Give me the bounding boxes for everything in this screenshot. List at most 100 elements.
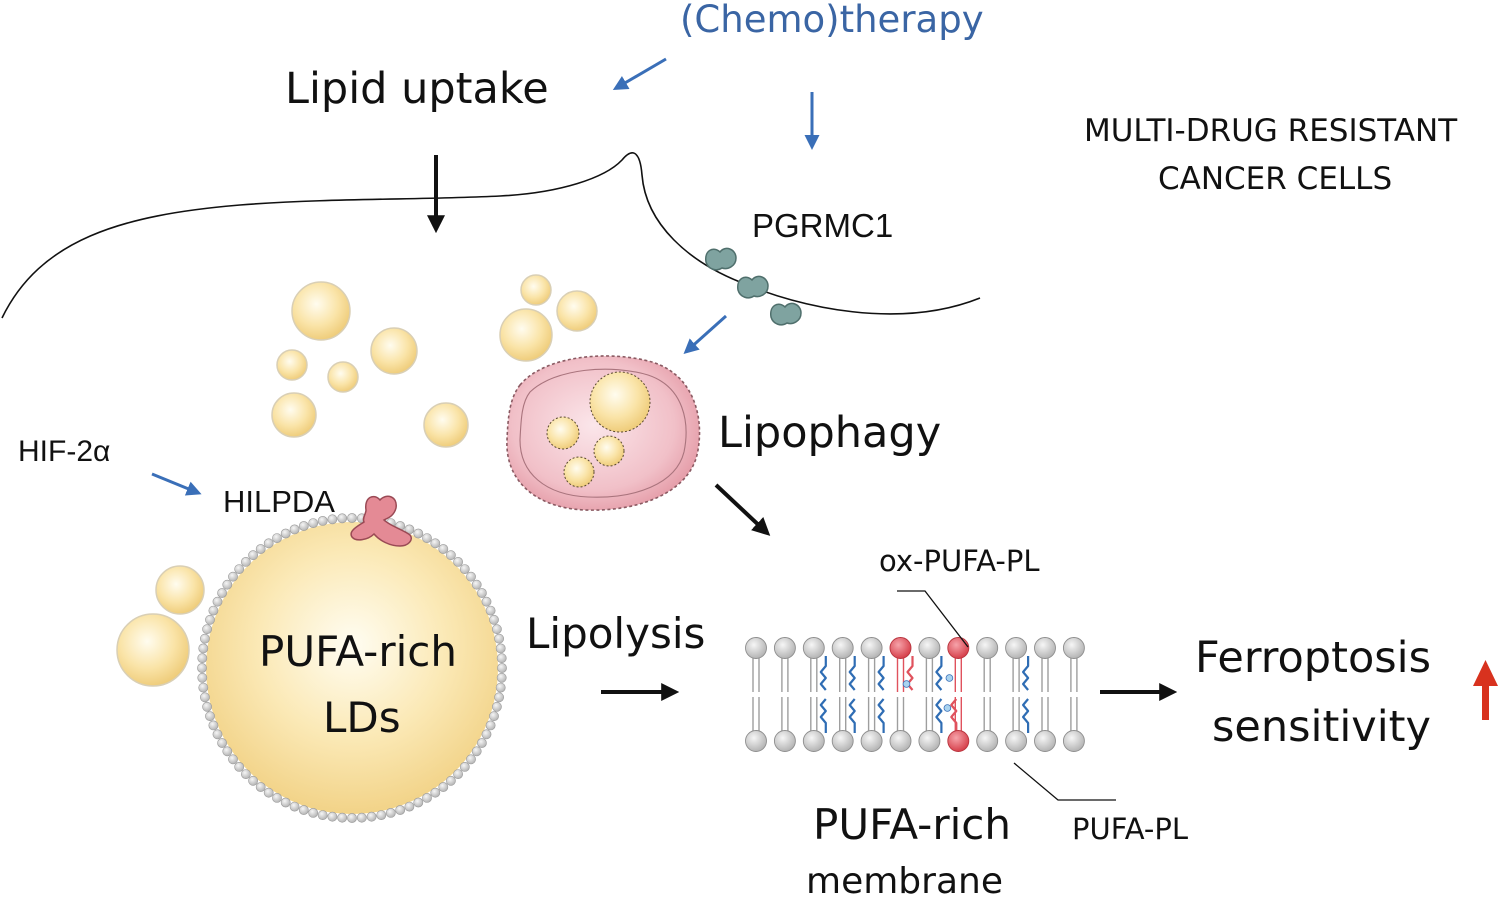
lipid-droplet [423,402,469,448]
monolayer-phospholipid-head [198,643,209,654]
phospholipid-head [860,730,883,752]
pufa-tail [877,698,885,733]
lipid-droplet [327,361,359,393]
monolayer-phospholipid-head [272,793,282,803]
monolayer-phospholipid-head [430,787,441,798]
ferroptosis-label-line2: sensitivity [1212,702,1431,752]
phospholipid-head [918,637,941,659]
phospholipid-head [802,637,825,659]
monolayer-phospholipid-head [205,711,215,722]
monolayer-phospholipid-head [491,624,502,635]
monolayer-phospholipid-head [347,813,357,823]
monolayer-phospholipid-head [476,588,487,598]
pufa-tail [1022,698,1030,733]
monolayer-phospholipid-head [272,533,282,543]
mdr-label-line1: MULTI-DRUG RESISTANT [1084,113,1458,149]
pufa-tail [819,698,827,733]
lipid-droplets-cytoplasm [116,274,598,687]
chemotherapy-label: (Chemo)therapy [680,0,984,41]
ox-pufa-pl-label: ox-PUFA-PL [879,544,1040,578]
oxygen-dot [945,674,954,682]
monolayer-phospholipid-head [495,682,506,693]
lipid-droplet [556,290,598,332]
monolayer-phospholipid-head [347,513,357,523]
pufa-tail [935,698,943,733]
pgrmc1-proteins [705,247,802,326]
monolayer-phospholipid-head [404,801,415,812]
pgrmc1-protein [770,302,802,326]
lipid-uptake-label: Lipid uptake [285,64,549,114]
pufa-pl-leader-line [1013,762,1116,801]
phospholipid-head [889,637,912,659]
lipid-droplet [291,281,351,341]
monolayer-phospholipid-head [453,557,463,567]
phospholipid-head [860,637,883,659]
monolayer-phospholipid-head [212,596,223,607]
monolayer-phospholipid-head [422,793,432,803]
phospholipid-head [947,637,970,659]
phospholipid-head [831,637,854,659]
monolayer-phospholipid-head [497,663,507,673]
phospholipid-head [1062,637,1085,659]
pufa-rich-membrane-bilayer [745,637,1085,752]
monolayer-phospholipid-head [308,808,319,818]
pufa-tail [935,656,943,691]
phospholipid-head [976,730,999,752]
oxygen-dot [943,704,952,712]
ld-label-line2: LDs [323,693,401,742]
phospholipid-head [745,637,767,659]
monolayer-phospholipid-head [337,513,348,524]
hif2a-label: HIF-2α [18,435,111,468]
pufa-tail [848,656,856,691]
monolayer-phospholipid-head [255,782,266,792]
lipid-droplet [520,274,552,306]
pufa-tail [848,698,856,733]
monolayer-phospholipid-head [489,614,499,625]
monolayer-phospholipid-head [337,812,348,823]
lipid-droplet [116,613,190,687]
chemo-to-uptake-arrow [612,57,667,91]
engulfed-lipid-droplet [589,371,651,433]
monolayer-phospholipid-head [263,538,274,549]
phospholipid-head [976,637,999,659]
monolayer-phospholipid-head [489,711,499,722]
monolayer-phospholipid-head [212,729,223,740]
monolayer-phospholipid-head [438,782,449,792]
monolayer-phospholipid-head [217,588,227,598]
monolayer-phospholipid-head [240,769,251,779]
phospholipid-head [773,730,796,752]
monolayer-phospholipid-head [228,754,238,765]
phospholipid-head [1005,637,1028,659]
phospholipid-head [802,730,825,752]
monolayer-phospholipid-head [263,787,274,798]
monolayer-phospholipid-head [198,682,209,693]
monolayer-phospholipid-head [298,805,309,815]
pgrmc1-label: PGRMC1 [752,207,894,244]
monolayer-phospholipid-head [248,550,258,561]
monolayer-phospholipid-head [280,797,291,808]
monolayer-phospholipid-head [385,808,396,818]
hif2a-to-hilpda-arrow [151,472,202,496]
monolayer-phospholipid-head [255,544,266,554]
pufa-pl-label: PUFA-PL [1072,812,1189,846]
pufa-tail [877,656,885,691]
monolayer-phospholipid-head [298,521,309,531]
phospholipid-head [1062,730,1085,752]
monolayer-phospholipid-head [202,624,212,635]
pgrmc1-protein [737,275,769,299]
monolayer-phospholipid-head [308,518,319,528]
bilayer-tails [752,656,1078,733]
phospholipid-head [831,730,854,752]
monolayer-phospholipid-head [197,672,208,683]
monolayer-phospholipid-head [422,533,432,543]
phospholipid-head [889,730,912,752]
engulfed-lipid-droplet [563,456,595,488]
monolayer-phospholipid-head [197,653,208,664]
membrane-label-line2: membrane [806,861,1003,902]
monolayer-phospholipid-head [205,614,215,625]
monolayer-phospholipid-head [197,663,207,673]
monolayer-phospholipid-head [494,692,504,703]
monolayer-phospholipid-head [496,653,507,664]
mdr-label-line2: CANCER CELLS [1158,161,1393,197]
monolayer-phospholipid-head [471,579,482,590]
